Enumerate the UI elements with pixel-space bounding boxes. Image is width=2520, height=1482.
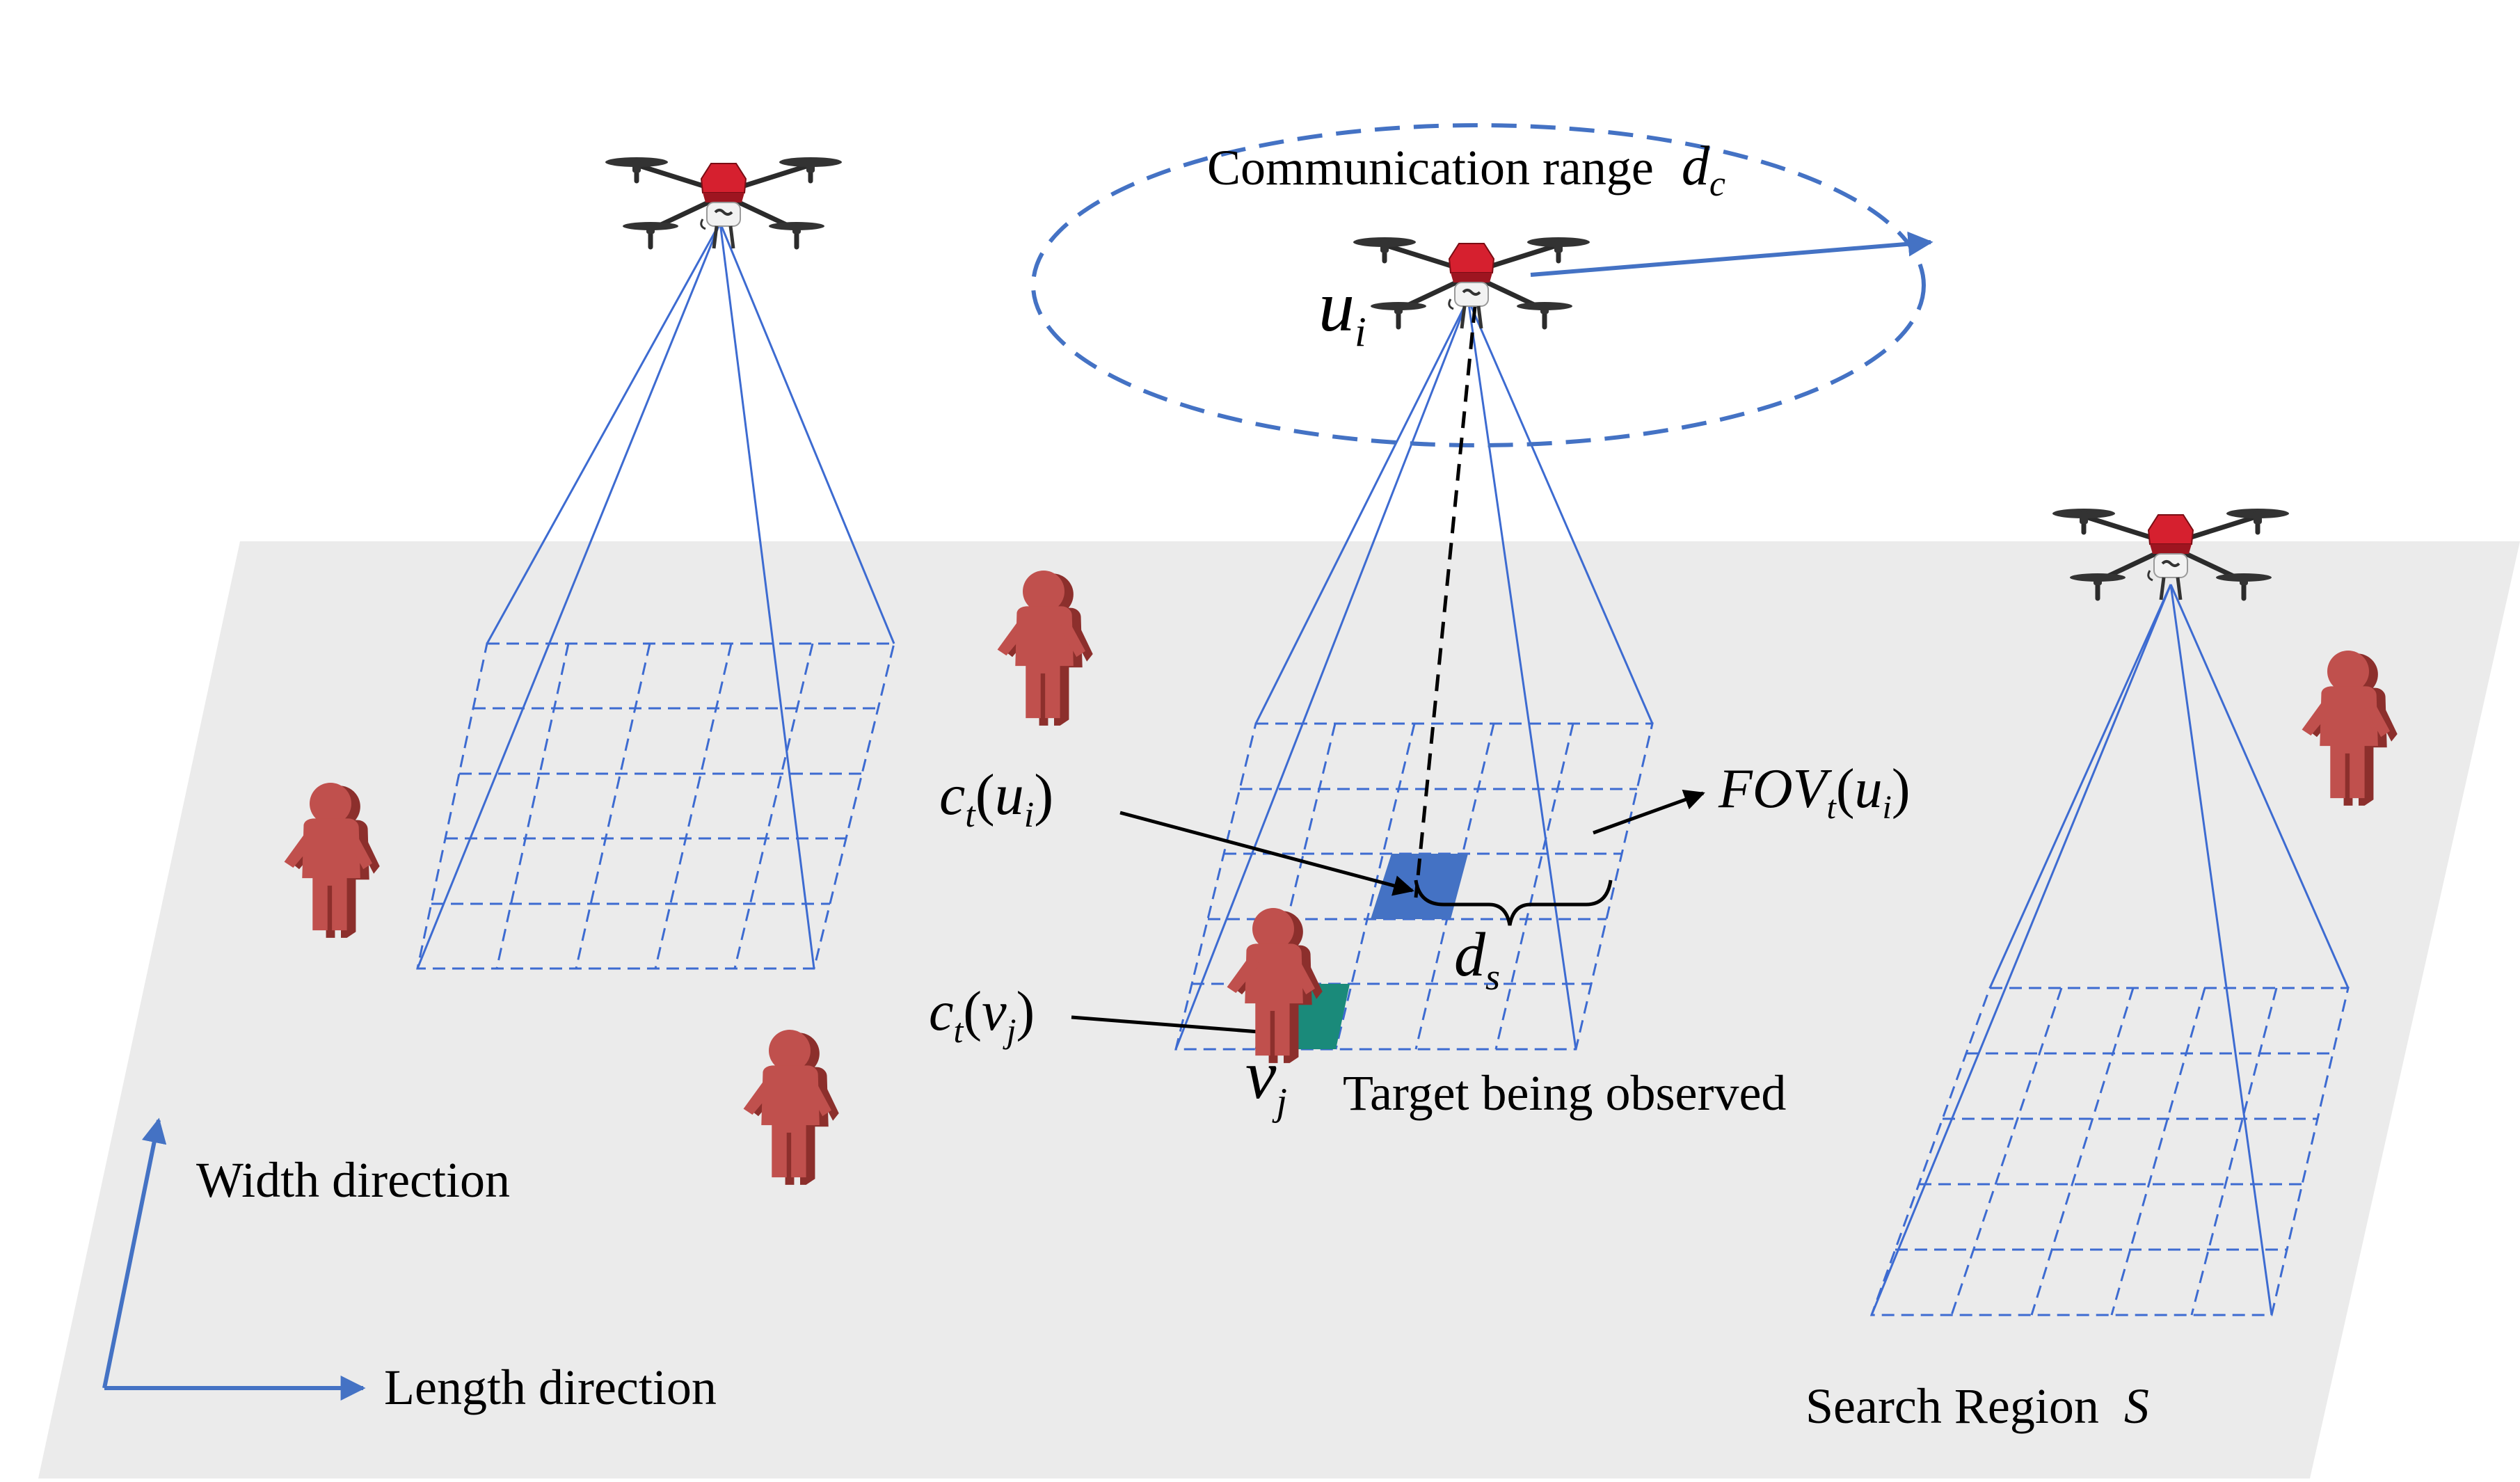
ds-brace — [1414, 879, 1613, 926]
fov-arrow — [1593, 790, 1705, 835]
communication-range-label: Communication range dc — [1207, 136, 1725, 204]
ds-label: ds — [1454, 921, 1500, 998]
search-region-label: Search Region S — [1805, 1378, 2149, 1434]
ct-ui-label: ct(ui) — [939, 763, 1053, 835]
ct-ui-arrow — [1119, 811, 1414, 896]
target-being-observed-label: Target being observed — [1343, 1065, 1786, 1121]
communication-range-ellipse — [1031, 123, 1926, 447]
fov-label: FOVt(ui) — [1718, 758, 1910, 826]
communication-range-arrow — [1530, 231, 1933, 277]
left-drone-icon — [605, 157, 842, 248]
ct-vj-line — [1071, 1015, 1277, 1035]
width-direction-arrow — [102, 1117, 167, 1389]
drone-to-cell-dashed-line — [1414, 305, 1477, 898]
left-drone-fov — [416, 222, 895, 970]
length-direction-label: Length direction — [384, 1360, 717, 1415]
vj-label: νj — [1245, 1036, 1287, 1124]
width-direction-label: Width direction — [196, 1152, 510, 1208]
right-drone-fov — [1869, 584, 2350, 1316]
center-drone-icon — [1353, 237, 1590, 328]
ct-vj-label: ct(νj) — [929, 981, 1035, 1050]
ui-label: ui — [1318, 266, 1366, 355]
